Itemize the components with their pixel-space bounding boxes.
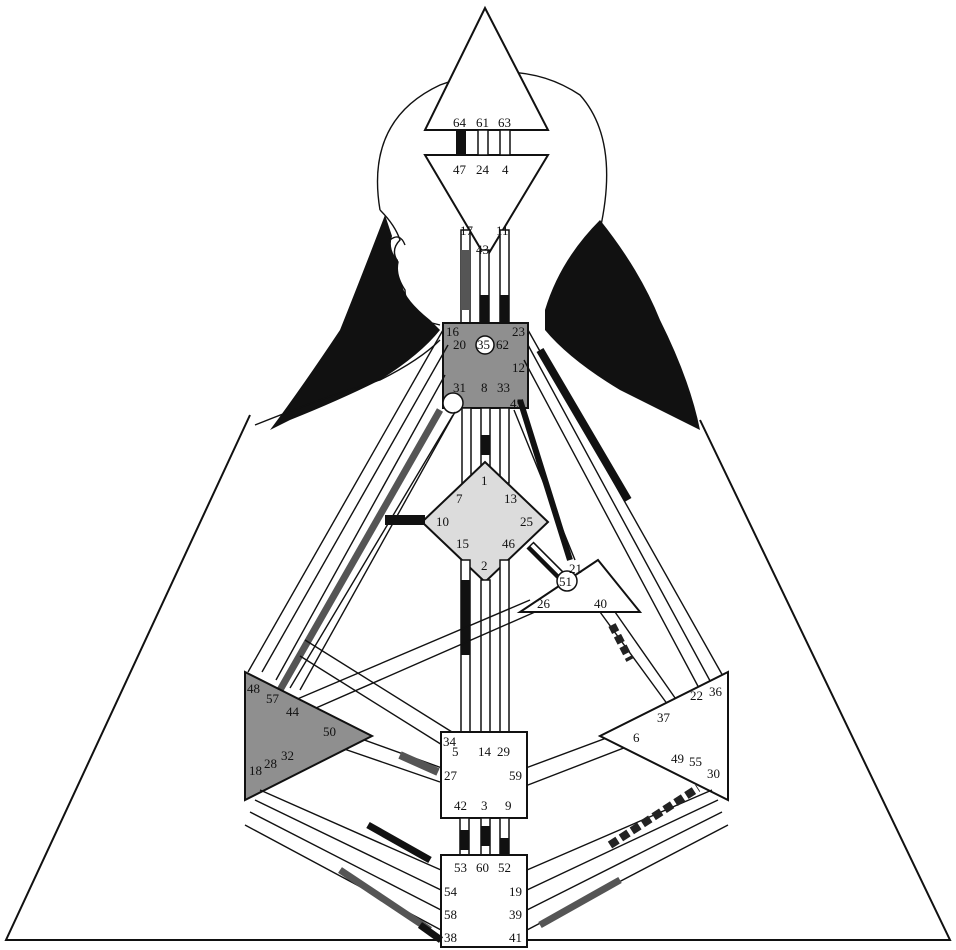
gate-label: 27: [444, 768, 458, 783]
g-spleen-channel: [385, 515, 425, 525]
gate-label: 1: [481, 473, 488, 488]
gate-label: 53: [454, 860, 467, 875]
gate-label: 38: [444, 930, 457, 945]
gate-label: 11: [496, 223, 509, 238]
gate-label: 64: [453, 115, 467, 130]
gate-label: 44: [286, 704, 300, 719]
gate-label: 60: [476, 860, 489, 875]
gate-label: 29: [497, 744, 510, 759]
heart-spleen-channel: [295, 600, 535, 715]
gate-label: 14: [478, 744, 492, 759]
gate-label: 45: [510, 396, 523, 411]
gate-label: 63: [498, 115, 511, 130]
gate-label: 4: [502, 162, 509, 177]
root-solar-channels: [527, 788, 728, 930]
gate-label: 42: [454, 798, 467, 813]
gate-label: 59: [509, 768, 522, 783]
gate-label: 10: [436, 514, 449, 529]
gate-label: 15: [456, 536, 469, 551]
gate-label: 7: [456, 491, 463, 506]
gate-label: 13: [504, 491, 517, 506]
gate-label: 58: [444, 907, 457, 922]
g-sacral-channels: [461, 560, 509, 735]
gate-label: 23: [512, 324, 525, 339]
gate-label: 46: [502, 536, 516, 551]
gate-label: 49: [671, 751, 684, 766]
gate-label: 24: [476, 162, 490, 177]
gate-label: 6: [633, 730, 640, 745]
gate-label: 52: [498, 860, 511, 875]
gate-label: 20: [453, 337, 466, 352]
gate-label: 37: [657, 710, 671, 725]
gate-20-circle: [443, 393, 463, 413]
gate-label: 9: [505, 798, 512, 813]
gate-label: 25: [520, 514, 533, 529]
gate-label: 18: [249, 763, 262, 778]
gate-label: 61: [476, 115, 489, 130]
gate-label: 50: [323, 724, 336, 739]
gate-label: 57: [266, 691, 280, 706]
left-shoulder-shape: [270, 215, 440, 430]
gate-label: 22: [690, 688, 703, 703]
gate-label: 32: [281, 748, 294, 763]
gate-label: 43: [476, 242, 489, 257]
gate-label: 51: [559, 574, 572, 589]
gate-label: 35: [477, 337, 490, 352]
gate-label: 2: [481, 558, 488, 573]
gate-label: 30: [707, 766, 720, 781]
gate-label: 62: [496, 337, 509, 352]
gate-label: 33: [497, 380, 510, 395]
gate-label: 36: [709, 684, 723, 699]
gate-label: 39: [509, 907, 522, 922]
gate-label: 17: [460, 223, 474, 238]
gate-label: 48: [247, 681, 260, 696]
sacral-root-channels: [460, 818, 509, 858]
gate-label: 28: [264, 756, 277, 771]
heart-solar-channel: [600, 612, 680, 705]
gate-label: 19: [509, 884, 522, 899]
gate-label: 40: [594, 596, 607, 611]
head-center: [425, 8, 548, 130]
gate-label: 31: [453, 380, 466, 395]
gate-label: 47: [453, 162, 467, 177]
gate-label: 41: [509, 930, 522, 945]
head-ajna-channels: [456, 130, 510, 155]
gate-label: 55: [689, 754, 702, 769]
gate-label: 5: [452, 744, 459, 759]
gate-label: 12: [512, 360, 525, 375]
gate-label: 8: [481, 380, 488, 395]
gate-label: 3: [481, 798, 488, 813]
root-spleen-channels: [245, 790, 441, 940]
gate-label: 26: [537, 596, 551, 611]
gate-label: 54: [444, 884, 458, 899]
